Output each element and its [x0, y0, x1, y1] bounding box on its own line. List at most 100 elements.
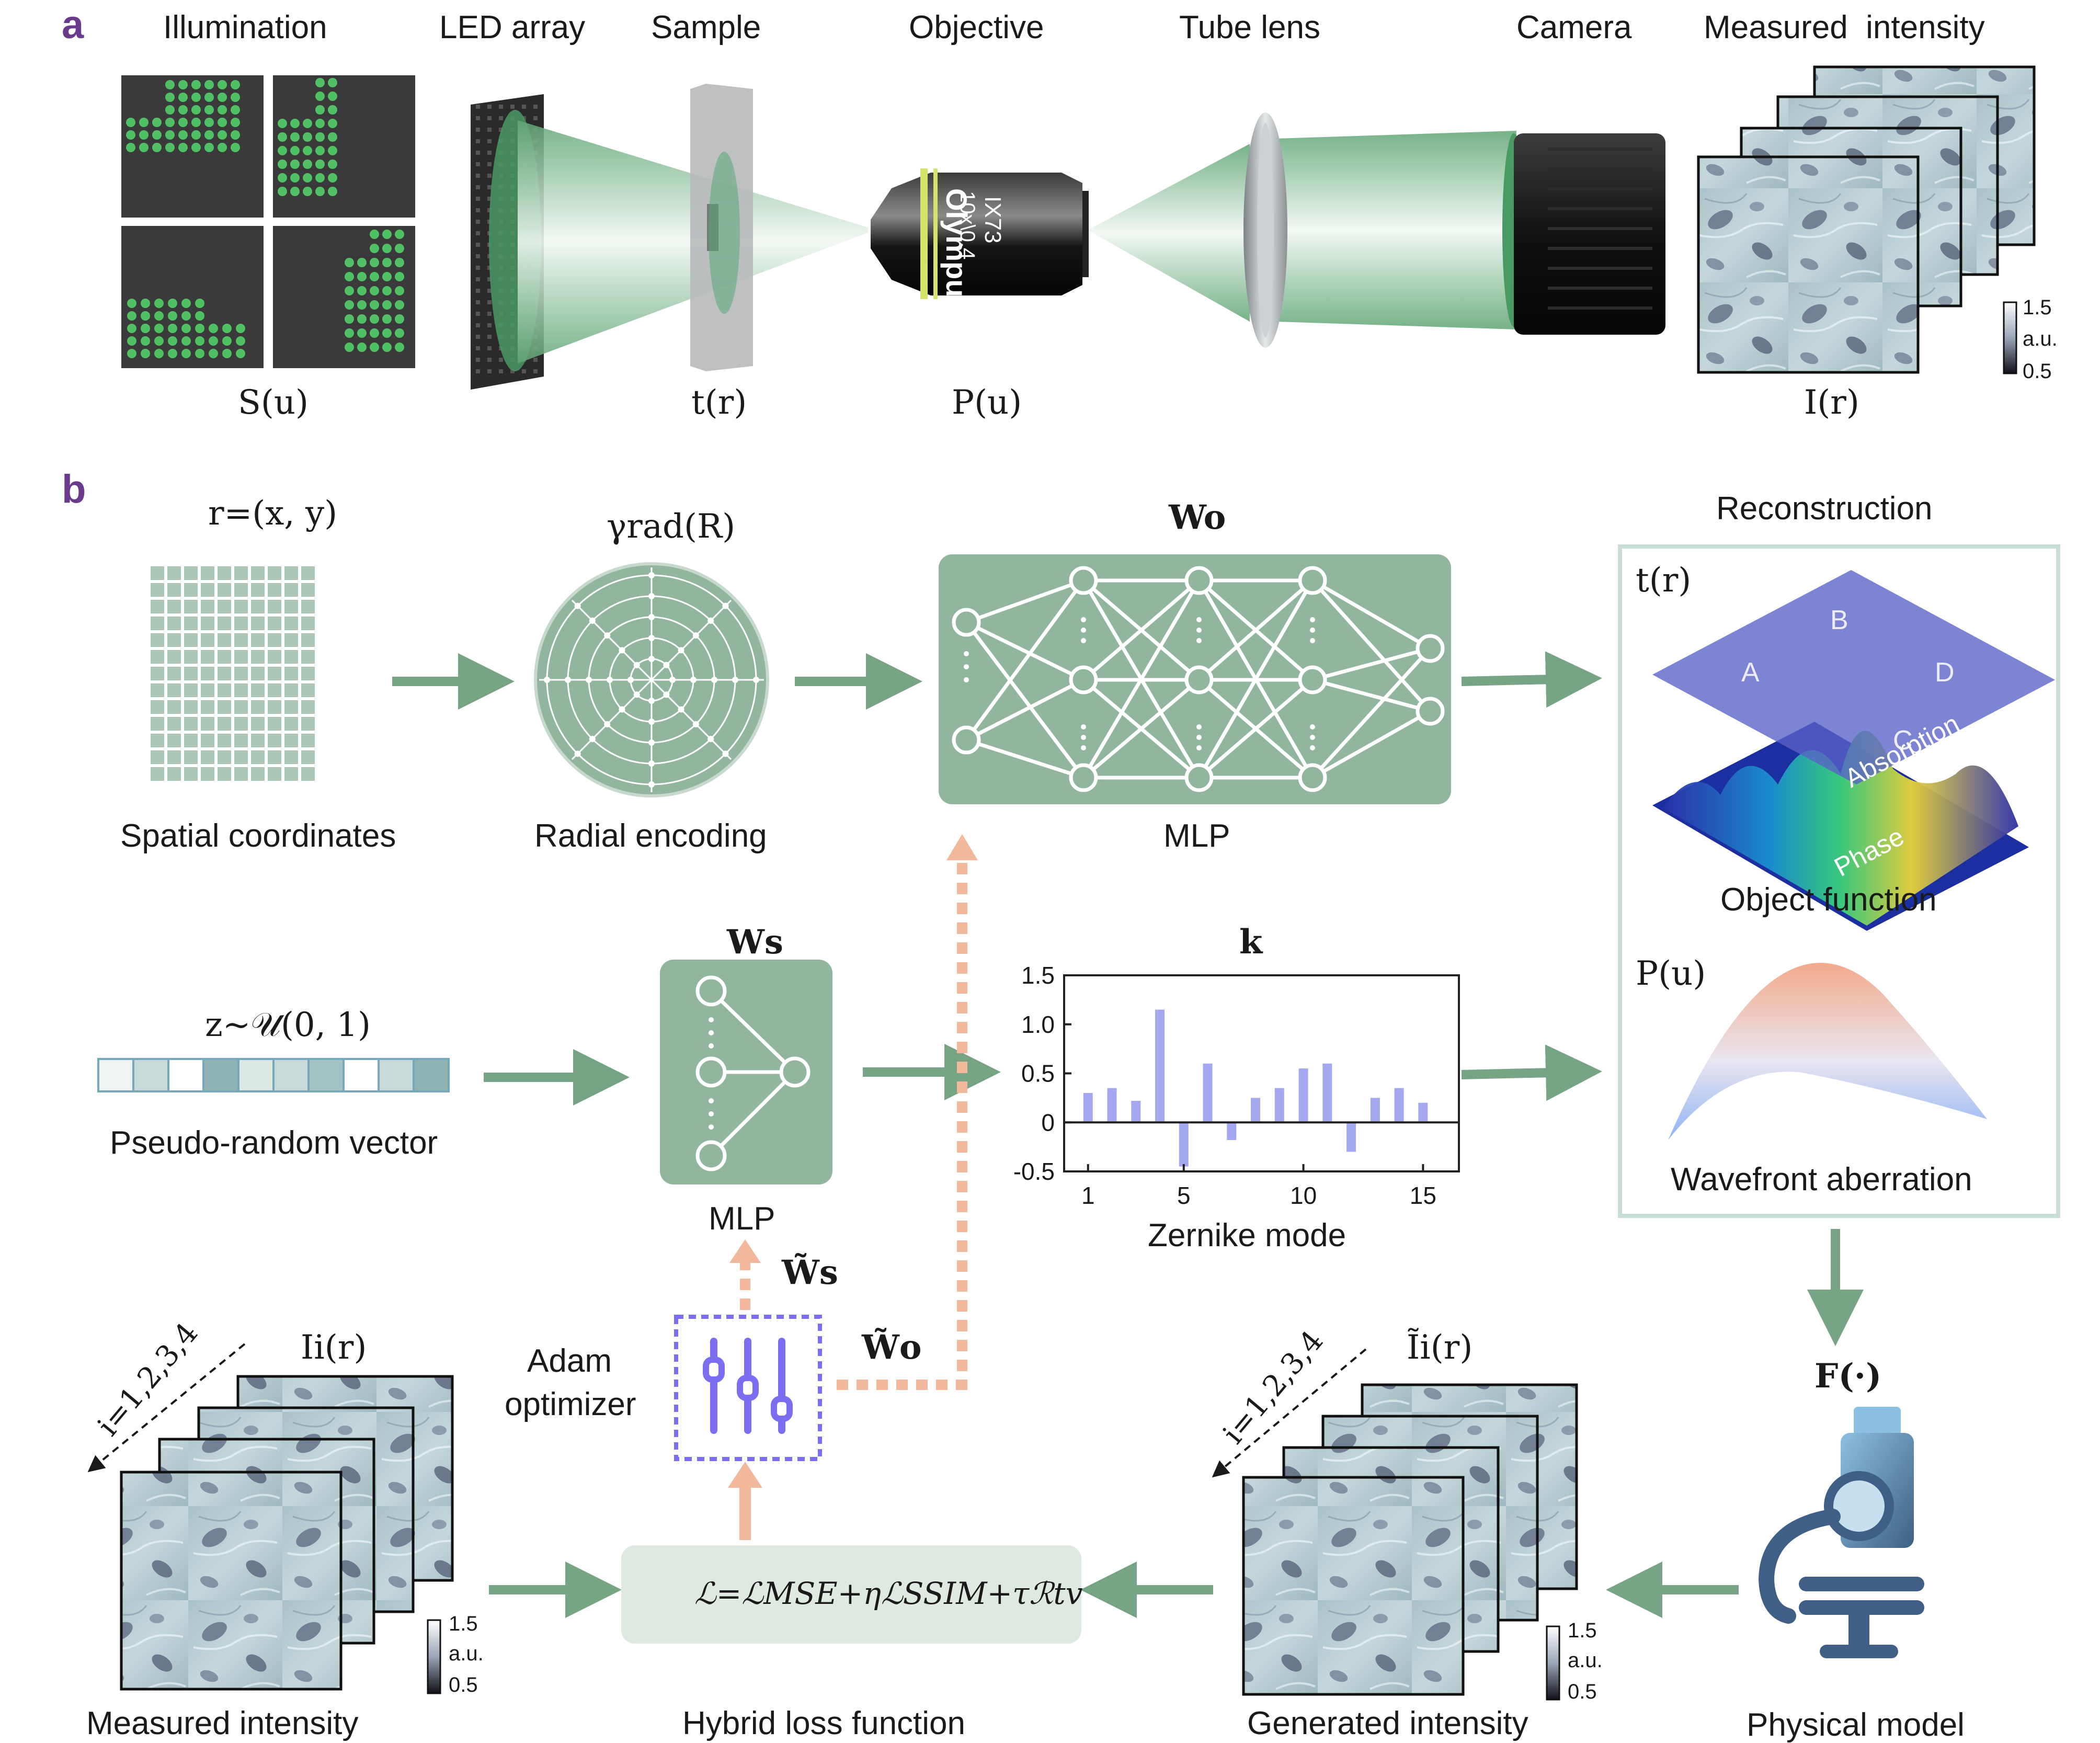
led-cell [476, 335, 480, 339]
led-dot [328, 78, 337, 87]
mlp-ellipsis-dot [1196, 638, 1202, 643]
led-dot [395, 244, 404, 253]
microscope-icon [1758, 1407, 1924, 1658]
radial-node [732, 677, 738, 683]
grid-cell [201, 583, 214, 597]
led-dot [290, 173, 300, 183]
led-cell [487, 289, 492, 293]
led-dot [370, 343, 379, 352]
mlp-ellipsis-dot [1310, 724, 1315, 730]
grid-cell [151, 583, 164, 597]
led-cell [476, 220, 480, 224]
mlp-ellipsis-dot [1196, 724, 1202, 730]
grid-cell [218, 566, 231, 580]
grid-cell [284, 734, 298, 747]
grid-cell [201, 667, 214, 680]
grid-cell [284, 750, 298, 764]
led-dot [181, 311, 191, 321]
led-cell [476, 174, 480, 178]
grid-cell [284, 650, 298, 664]
led-dot [395, 300, 404, 310]
led-cell [487, 312, 492, 316]
colorbar-b2-min: 0.5 [1568, 1680, 1597, 1703]
led-dot [181, 299, 191, 308]
led-dot [231, 143, 240, 152]
led-dot [195, 336, 204, 346]
grid-cell [201, 617, 214, 630]
grid-cell [284, 583, 298, 597]
mlp-ellipsis-dot [1081, 745, 1086, 750]
grid-cell [201, 633, 214, 647]
led-dot [218, 105, 227, 115]
led-dot [126, 130, 135, 140]
grid-cell [167, 700, 181, 714]
mlp-edge [1311, 709, 1431, 780]
measured-intensity-stack-a [1697, 65, 2036, 374]
led-cell [522, 369, 526, 373]
mlp-ellipsis-dot [964, 651, 969, 656]
grid-cell [301, 767, 315, 781]
led-dot [236, 349, 245, 358]
surface-letter-c: C [1893, 725, 1913, 756]
radial-node [722, 750, 729, 757]
radial-node [678, 706, 684, 713]
mlp-ellipsis-dot [709, 1098, 714, 1103]
symbol-p-u-a: P(u) [952, 383, 1022, 422]
led-dot [191, 80, 201, 89]
mlp-ellipsis-dot [1196, 628, 1202, 633]
mlp-edge [1081, 579, 1201, 779]
grid-cell [151, 617, 164, 630]
zernike-bar [1131, 1101, 1141, 1123]
grid-cell [218, 667, 231, 680]
loss-caption: Hybrid loss function [682, 1705, 966, 1741]
mlp-ellipsis-dot [1081, 628, 1086, 633]
led-dot [168, 349, 177, 358]
grid-cell [218, 583, 231, 597]
led-dot [345, 272, 354, 281]
objective-spec: 10x\0.4 [956, 191, 979, 260]
grid-cell [201, 566, 214, 580]
led-dot [395, 343, 404, 352]
grid-cell [184, 600, 198, 613]
physical-symbol: F(·) [1814, 1357, 1882, 1396]
latent-cell [237, 1058, 275, 1092]
led-dot [328, 92, 337, 101]
led-dot [231, 118, 240, 127]
led-dot [195, 324, 204, 333]
grid-cell [167, 683, 181, 697]
grid-cell [301, 667, 315, 680]
latent-cell [167, 1058, 204, 1092]
grid-cell [251, 600, 265, 613]
grid-cell [184, 683, 198, 697]
symbol-i-r-a: I(r) [1804, 383, 1859, 422]
led-dot [303, 173, 312, 183]
led-cell [476, 116, 480, 120]
led-dot [195, 349, 204, 358]
led-dot [382, 244, 392, 253]
led-dot [141, 349, 150, 358]
latent-cell [378, 1058, 415, 1092]
led-dot [141, 324, 150, 333]
grid-cell [151, 683, 164, 697]
led-cell [487, 139, 492, 143]
radial-node [663, 662, 670, 668]
led-dot [278, 119, 287, 128]
led-cell [499, 116, 503, 120]
adam-optimizer-box [674, 1315, 822, 1461]
led-cell [510, 105, 515, 109]
colorbar-b1-max: 1.5 [449, 1612, 478, 1635]
led-dot [303, 160, 312, 169]
grid-cell [184, 717, 198, 731]
y-tick-label: 1.0 [1021, 1011, 1055, 1038]
led-dot [382, 328, 392, 338]
led-dot [236, 336, 245, 346]
grid-cell [251, 750, 265, 764]
radial-node [633, 691, 640, 698]
led-cell [487, 300, 492, 304]
grid-cell [184, 767, 198, 781]
grid-cell [251, 633, 265, 647]
led-dot [209, 349, 218, 358]
led-dot [127, 299, 136, 308]
loss-formula: ℒ=ℒMSE+ηℒSSIM+τℛtv [694, 1576, 1083, 1611]
grid-cell [268, 633, 281, 647]
